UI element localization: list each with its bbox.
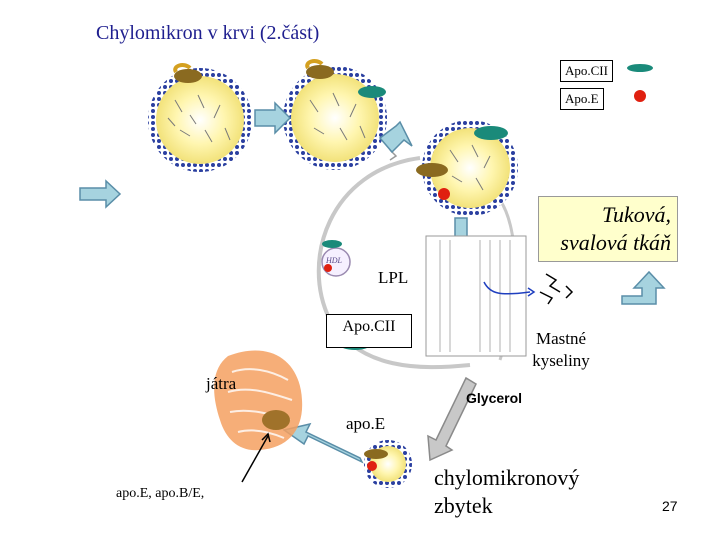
- chylomicron-2: [283, 59, 387, 170]
- hdl-label: HDL: [326, 256, 343, 265]
- chylomicron-3: [416, 120, 518, 216]
- capillary-wall: [425, 235, 527, 357]
- liver-label: játra: [206, 374, 237, 393]
- liver: [214, 350, 303, 451]
- legend-apoe: Apo.E: [560, 88, 604, 110]
- fatty-acids-label: Mastné kyseliny: [526, 328, 596, 372]
- receptor-pointer: [241, 435, 269, 483]
- arrow-2-3: [378, 120, 413, 154]
- arrow-left: [79, 179, 122, 209]
- fatty-acids-line-2: kyseliny: [532, 351, 590, 370]
- fatty-acids-line-1: Mastné: [535, 329, 587, 348]
- page-number: 27: [662, 498, 678, 514]
- apocii-box: Apo.CII: [326, 314, 412, 348]
- legend-apoe-icon: [634, 90, 646, 102]
- tissue-label-line-1: Tuková,: [601, 202, 671, 227]
- arrow-up-right: [621, 270, 666, 305]
- receptor-label: apo.E, apo.B/E,: [116, 486, 205, 501]
- tissue-label: Tuková, svalová tkáň: [538, 196, 678, 262]
- hdl-particle: [321, 240, 351, 277]
- page-title: Chylomikron v krvi (2.část): [96, 22, 320, 44]
- remnant-label: chylomikronový zbytek: [434, 464, 579, 520]
- legend-apocii-icon: [627, 64, 653, 72]
- remnant-line-1: chylomikronový: [434, 465, 580, 490]
- chylomicron-1: [148, 63, 252, 172]
- lpl-label: LPL: [378, 268, 409, 287]
- apoe-lower-label: apo.E: [346, 414, 386, 433]
- remnant-line-2: zbytek: [434, 493, 493, 518]
- chylomicron-remnant: [364, 440, 412, 488]
- tissue-label-line-2: svalová tkáň: [560, 230, 671, 255]
- arrow-1-2: [254, 101, 292, 135]
- glycerol-label: Glycerol: [466, 390, 523, 406]
- legend-apocii: Apo.CII: [560, 60, 613, 82]
- fatty-acid-arrow: [483, 281, 531, 295]
- fatty-acid-symbol: [539, 273, 574, 305]
- arrow-to-remnant: [427, 376, 477, 462]
